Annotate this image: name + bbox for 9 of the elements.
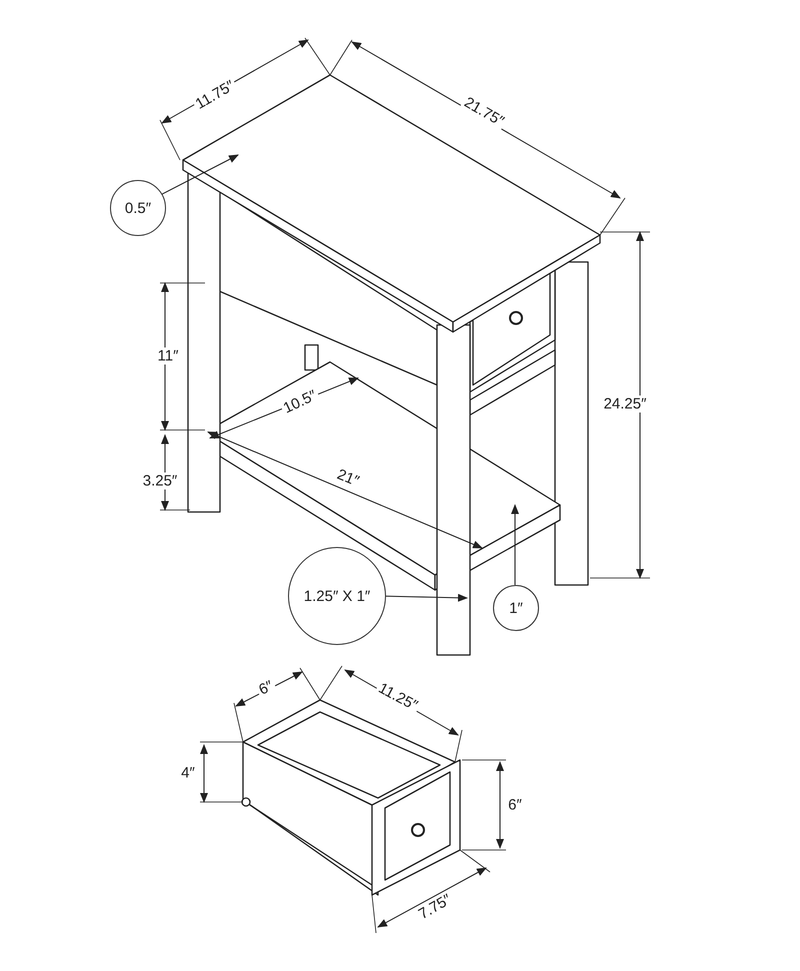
leader-line — [511, 504, 519, 586]
leader-line — [160, 154, 239, 196]
dimension-label: 11″ — [156, 348, 180, 364]
callout-text: 1″ — [509, 600, 523, 616]
callout-circle — [493, 585, 539, 631]
callout-text: 0.5″ — [124, 200, 152, 216]
dimension-label: 3.25″ — [140, 472, 180, 490]
dimension-label: 24.25″ — [602, 396, 648, 412]
callout-text: 1.25″ X 1″ — [304, 588, 370, 604]
